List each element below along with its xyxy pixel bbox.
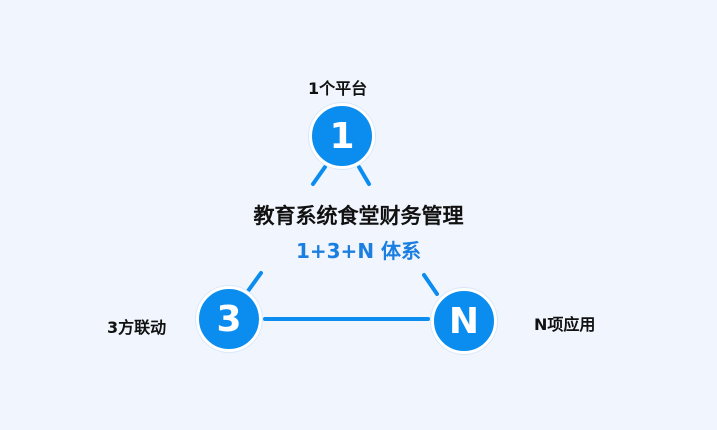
center-title: 教育系统食堂财务管理 [253,204,464,228]
top-node-label: 1个平台 [308,79,368,98]
connector-left-up [246,271,263,293]
connector-right-up [422,273,439,296]
top-node-circle: 1 [309,103,375,169]
center-subtitle: 1+3+N 体系 [295,239,422,263]
left-node-label: 3方联动 [107,318,167,337]
left-node-circle: 3 [196,286,262,352]
connector-top-left [311,165,327,186]
connector-top-right [357,165,371,186]
right-node-label: N项应用 [534,315,596,334]
right-node-circle: N [431,288,497,354]
